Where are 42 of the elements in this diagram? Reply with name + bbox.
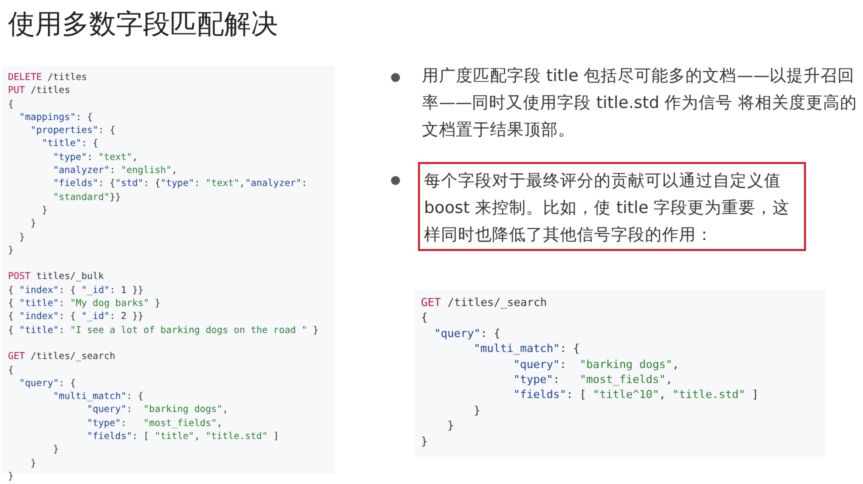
code-line: "fields": [ "title", "title.std" ] bbox=[86, 430, 280, 444]
code-line: "analyzer": "english", bbox=[52, 164, 178, 178]
code-line: GET /titles/_search bbox=[421, 295, 548, 310]
code-line: { "index": { "_id": 2 }} bbox=[8, 310, 144, 324]
code-line: } bbox=[18, 230, 26, 244]
code-line: } bbox=[446, 418, 456, 434]
code-line: } bbox=[8, 470, 15, 484]
code-line: "multi_match": { bbox=[52, 390, 144, 404]
code-line: "query": { bbox=[433, 326, 502, 342]
code-line: { bbox=[421, 310, 429, 326]
code-line: } bbox=[30, 217, 38, 231]
code-line: "fields": {"std": {"type": "text","analyzer": "standard"}} bbox=[52, 177, 308, 204]
code-line: { "title": "I see a lot of barking dogs on the road " } bbox=[8, 324, 320, 337]
code-line: { bbox=[8, 364, 15, 377]
code-line: } bbox=[8, 244, 15, 258]
highlight-box bbox=[418, 162, 806, 251]
code-line: "multi_match": { bbox=[472, 341, 581, 357]
code-line: { "title": "My dog barks" } bbox=[8, 297, 162, 310]
code-line: } bbox=[40, 204, 48, 218]
code-line: "mappings": { bbox=[18, 110, 94, 124]
code-line: { bbox=[8, 98, 15, 111]
code-line: "fields": [ "title^10", "title.std" ] bbox=[512, 387, 760, 403]
code-line: PUT /titles bbox=[8, 84, 72, 98]
code-line: { "index": { "_id": 1 }} bbox=[8, 284, 144, 298]
code-line: "title": { bbox=[40, 137, 100, 151]
code-line: } bbox=[52, 443, 60, 457]
code-line: "type": "most_fields", bbox=[86, 416, 224, 430]
code-line: } bbox=[421, 434, 429, 450]
code-line: "query": "barking dogs", bbox=[512, 356, 680, 372]
bullet-text: 用广度匹配字段 title 包括尽可能多的文档——以提升召回率——同时又使用字段 title.std 作为信号 将相关度更高的文档置于结果顶部。 bbox=[422, 65, 858, 141]
code-line: } bbox=[472, 402, 482, 418]
code-line: GET /titles/_search bbox=[8, 350, 116, 364]
code-line: POST titles/_bulk bbox=[8, 270, 105, 284]
code-line: } bbox=[30, 456, 38, 470]
code-line: "properties": { bbox=[30, 124, 116, 138]
code-line: "query": "barking dogs", bbox=[86, 403, 230, 417]
slide-title: 使用多数字段匹配解决 bbox=[8, 8, 278, 42]
bullet-text: 每个字段对于最终评分的贡献可以通过自定义值 boost 来控制。比如，使 title 字段更为重要，这样同时也降低了其他信号字段的作用： bbox=[424, 170, 791, 246]
code-line: DELETE /titles bbox=[8, 71, 88, 84]
code-line: "query": { bbox=[18, 376, 77, 390]
code-line: "type": "most_fields", bbox=[512, 372, 674, 388]
code-line: "type": "text", bbox=[52, 150, 139, 164]
